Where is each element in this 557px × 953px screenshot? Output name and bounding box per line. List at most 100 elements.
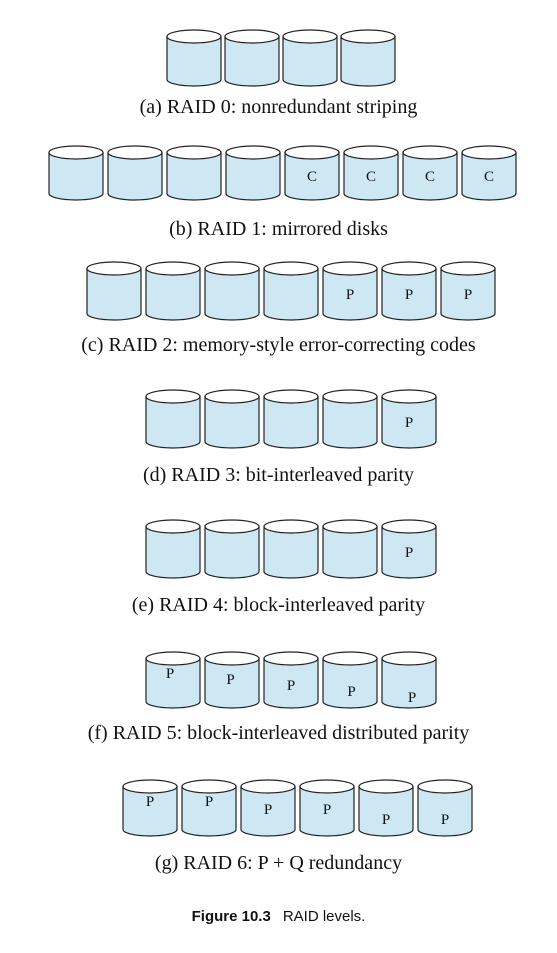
disk-data [204,261,260,321]
disk-top [322,389,378,404]
disk-data [340,29,396,87]
disk-data [263,389,319,449]
disk-top [181,779,237,794]
disk-data [263,519,319,579]
disk-top [145,389,201,404]
disk-body [263,525,319,579]
disk-body [440,267,496,321]
disk-body [322,267,378,321]
disk-top [358,779,414,794]
disk-parity: P [299,779,355,837]
disk-parity: P [358,779,414,837]
disk-data [86,261,142,321]
disk-label: P [264,802,272,818]
disk-body [358,785,414,837]
disk-body [224,35,280,87]
disk-body [181,785,237,837]
disk-body [122,785,178,837]
disk-top [145,651,201,666]
disk-label: P [405,287,413,303]
disk-top [48,145,104,160]
disk-top [204,651,260,666]
disk-parity: P [322,651,378,709]
disk-body [340,35,396,87]
disk-body [343,151,399,201]
disk-data [145,261,201,321]
disk-top [284,145,340,160]
disk-top [263,519,319,534]
disk-data [322,389,378,449]
disk-parity: P [322,261,378,321]
disk-body [204,395,260,449]
disk-body [204,267,260,321]
disk-data [145,389,201,449]
disk-data [322,519,378,579]
disk-parity: P [381,261,437,321]
disk-body [204,657,260,709]
disk-body [145,395,201,449]
disk-data [107,145,163,201]
disk-body [145,657,201,709]
disk-top [145,519,201,534]
disk-body [240,785,296,837]
disk-body [145,525,201,579]
disk-body [417,785,473,837]
disk-body [204,525,260,579]
disk-top [225,145,281,160]
disk-top [240,779,296,794]
disk-parity: P [181,779,237,837]
disk-body [299,785,355,837]
disk-top [322,651,378,666]
disk-top [263,261,319,276]
figure-caption-text: RAID levels. [282,908,366,925]
disk-mirror: C [461,145,517,201]
disk-mirror: C [343,145,399,201]
disk-data [263,261,319,321]
raid0-label: (a) RAID 0: nonredundant striping [139,96,418,118]
disk-data [145,519,201,579]
disk-body [282,35,338,87]
disk-body [225,151,281,201]
disk-body [461,151,517,201]
disk-body [284,151,340,201]
disk-top [440,261,496,276]
raid5-label: (f) RAID 5: block-interleaved distribute… [87,722,470,744]
disk-top [381,389,437,404]
disk-label: C [366,169,376,185]
disk-data [224,29,280,87]
disk-body [381,657,437,709]
disk-body [322,657,378,709]
disk-label: P [405,415,413,431]
disk-body [381,525,437,579]
disk-label: P [346,287,354,303]
disk-top [145,261,201,276]
disk-body [107,151,163,201]
disk-parity: P [240,779,296,837]
disk-parity: P [381,389,437,449]
raid2-label: (c) RAID 2: memory-style error-correctin… [81,334,476,356]
raid3-label: (d) RAID 3: bit-interleaved parity [142,464,415,486]
disk-top [282,29,338,44]
disk-label: P [226,672,234,688]
disk-parity: P [122,779,178,837]
disk-parity: P [381,519,437,579]
raid-row-0 [166,29,396,87]
figure-number: Figure 10.3 [191,908,271,925]
raid6-label: (g) RAID 6: P + Q redundancy [154,852,403,874]
disk-top [299,779,355,794]
raid4-label: (e) RAID 4: block-interleaved parity [131,594,426,616]
disk-parity: P [145,651,201,709]
disk-label: P [464,287,472,303]
disk-top [340,29,396,44]
disk-top [263,389,319,404]
disk-label: P [441,812,449,828]
disk-label: P [146,794,154,810]
disk-body [322,525,378,579]
disk-body [263,395,319,449]
disk-top [402,145,458,160]
disk-parity: P [381,651,437,709]
